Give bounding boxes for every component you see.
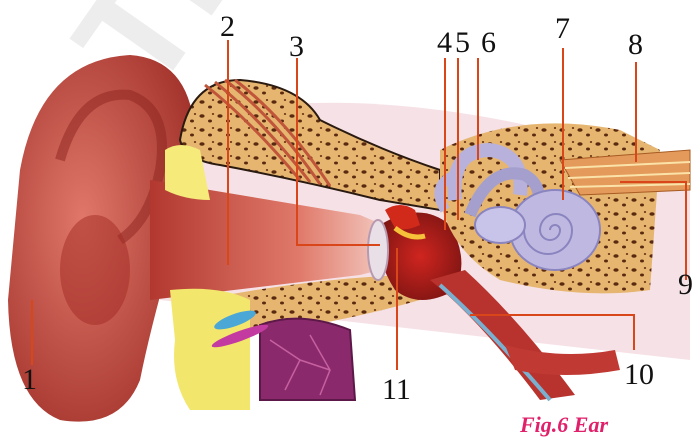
cartilage-lower <box>170 289 250 410</box>
callout-3: 3 <box>289 32 304 62</box>
callout-9: 9 <box>678 270 693 300</box>
callout-7: 7 <box>555 14 570 44</box>
figure-caption: Fig.6 Ear <box>520 412 608 438</box>
callout-6: 6 <box>481 28 496 58</box>
callout-8: 8 <box>628 30 643 60</box>
callout-10: 10 <box>624 360 654 390</box>
eardrum <box>368 220 388 280</box>
callout-2: 2 <box>220 12 235 42</box>
callout-11: 11 <box>382 375 411 405</box>
callout-4: 4 <box>437 28 452 58</box>
callout-1: 1 <box>22 365 37 395</box>
parotid-tissue <box>260 319 355 400</box>
callout-5: 5 <box>455 28 470 58</box>
